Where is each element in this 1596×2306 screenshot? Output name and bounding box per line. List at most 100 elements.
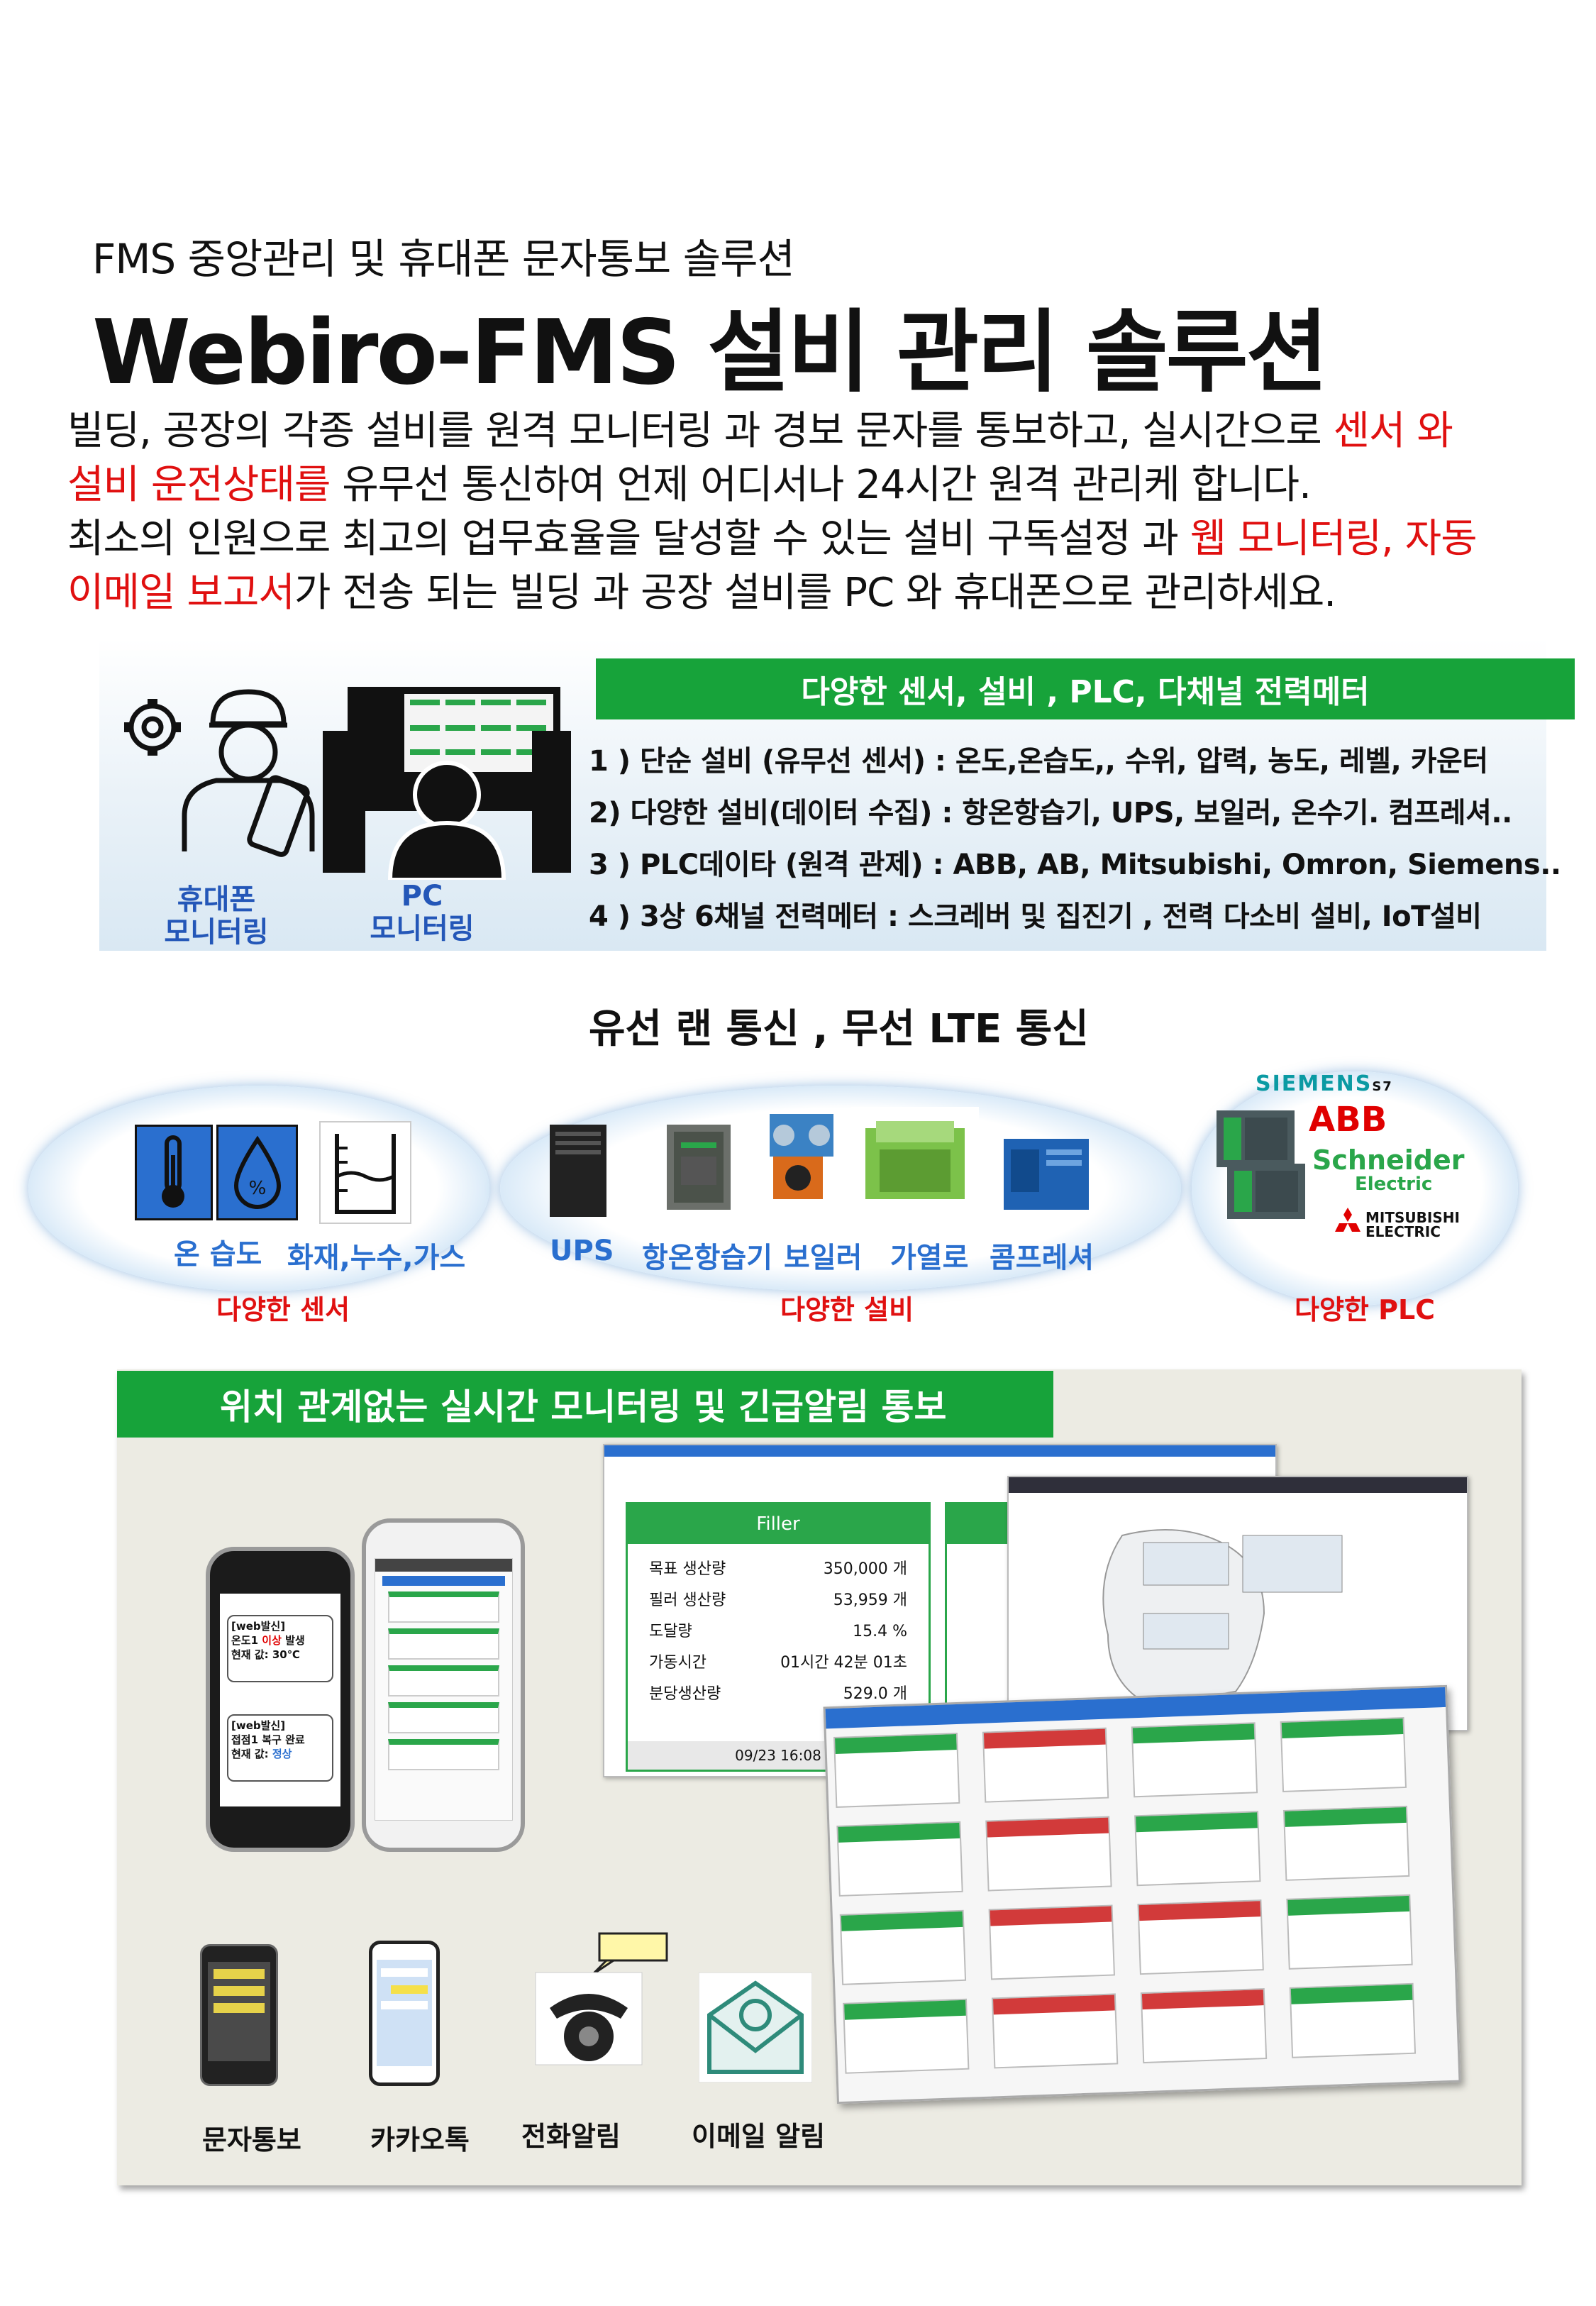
boiler-icon (770, 1114, 833, 1199)
monitor-tile (1286, 1894, 1413, 1970)
mitsubishi-logo: MITSUBISHI ELECTRIC (1365, 1210, 1460, 1239)
spec-item-3: 3 ) PLC데이타 (원격 관제) : ABB, AB, Mitsubishi… (589, 849, 1561, 881)
live-grid-dashboard (823, 1684, 1461, 2104)
intro-line2-highlight: 설비 운전상태를 (67, 462, 331, 508)
sms2-line1: [web발신] (231, 1719, 286, 1732)
humidity-icon: % (216, 1125, 298, 1220)
svg-text:%: % (248, 1178, 266, 1199)
mitsubishi-electric-text: ELECTRIC (1365, 1223, 1441, 1240)
spec-item-1: 1 ) 단순 설비 (유무선 센서) : 온도,온습도,, 수위, 압력, 농도… (589, 745, 1488, 778)
pc-caption-line1: PC (401, 880, 443, 912)
filler-row: 필러 생산량 53,959 개 (649, 1585, 907, 1616)
pc-caption-line2: 모니터링 (370, 912, 475, 945)
alert-label-phone: 전화알림 (521, 2121, 621, 2152)
intro-line2: 유무선 통신하여 언제 어디서나 24시간 원격 관리케 합니다. (330, 462, 1312, 508)
sms-phone: [web발신] 온도1 이상 발생 현재 값: 30℃ [web발신] 접점1 … (206, 1547, 355, 1852)
monitor-tile (836, 1821, 963, 1897)
mitsubishi-text: MITSUBISHI (1365, 1209, 1460, 1226)
monitor-tile (1280, 1716, 1407, 1792)
thermometer-icon (135, 1125, 213, 1220)
spec-item-2: 2) 다양한 설비(데이터 수집) : 항온항습기, UPS, 보일러, 온수기… (589, 797, 1512, 829)
siemens-text: SIEMENS (1256, 1071, 1373, 1096)
compressor-icon (1004, 1139, 1089, 1210)
schneider-text: Schneider (1312, 1144, 1465, 1176)
equip-label-ups: UPS (550, 1235, 614, 1267)
phone-caption-line2: 모니터링 (164, 916, 269, 949)
pc-monitor-icon (323, 687, 571, 880)
filler-row-key: 분당생산량 (649, 1685, 721, 1703)
phone-caption-line1: 휴대폰 (177, 883, 256, 916)
monitor-tile (1134, 1811, 1261, 1887)
phone-monitoring-caption: 휴대폰 모니터링 (138, 883, 294, 949)
siemens-sub-text: S7 (1372, 1079, 1393, 1094)
sms-screen: [web발신] 온도1 이상 발생 현재 값: 30℃ [web발신] 접점1 … (220, 1594, 340, 1806)
intro-line4-highlight: 이메일 보고서 (67, 570, 295, 616)
page-subtitle: FMS 중앙관리 및 휴대폰 문자통보 솔루션 (92, 235, 795, 283)
sms2-line3a: 현재 값: (231, 1748, 272, 1760)
telephone-icon (535, 1932, 668, 2065)
sms1-line3: 현재 값: 30℃ (231, 1648, 300, 1661)
equip-label-hvac: 항온항습기 (642, 1242, 772, 1274)
communication-heading: 유선 랜 통신 , 무선 LTE 통신 (589, 1006, 1089, 1052)
plc-module-icon (1217, 1110, 1305, 1219)
email-icon (699, 1973, 812, 2082)
monitor-tile (839, 1909, 967, 1985)
filler-row-key: 필러 생산량 (649, 1591, 726, 1609)
sms1-line2c: 발생 (281, 1634, 305, 1647)
sms-message-2: [web발신] 접점1 복구 완료 현재 값: 정상 (227, 1714, 333, 1782)
monitor-tile (991, 1993, 1119, 2069)
spec-item-4: 4 ) 3상 6채널 전력메터 : 스크레버 및 집진기 , 전력 다소비 설비… (589, 900, 1482, 933)
korea-map-icon (1102, 1529, 1343, 1707)
mitsubishi-diamond-icon (1335, 1208, 1361, 1232)
monitor-tile (1137, 1899, 1264, 1975)
filler-row-value: 529.0 개 (843, 1685, 907, 1703)
alert-label-kakaotalk: 카카오톡 (370, 2124, 470, 2156)
filler-row: 분당생산량 529.0 개 (649, 1679, 907, 1710)
intro-line4: 가 전송 되는 빌딩 과 공장 설비를 PC 와 휴대폰으로 관리하세요. (294, 570, 1336, 616)
furnace-icon (851, 1107, 979, 1213)
filler-row-value: 53,959 개 (833, 1591, 907, 1609)
monitor-tile (1282, 1805, 1410, 1881)
sms1-line1: [web발신] (231, 1620, 286, 1633)
siemens-logo: SIEMENSS7 (1256, 1071, 1393, 1096)
equip-label-boiler: 보일러 (784, 1242, 863, 1274)
page-title: Webiro-FMS 설비 관리 솔루션 (92, 300, 1329, 404)
app-screen (375, 1558, 513, 1821)
intro-line1: 빌딩, 공장의 각종 설비를 원격 모니터링 과 경보 문자를 통보하고, 실시… (67, 408, 1334, 454)
ups-icon (550, 1125, 606, 1217)
intro-line3-highlight: 웹 모니터링, 자동 (1190, 516, 1478, 562)
monitor-tile (1140, 1988, 1268, 2064)
schneider-sub-text: Electric (1355, 1174, 1433, 1195)
sensor-label-fire-leak-gas: 화재,누수,가스 (287, 1242, 466, 1274)
kakaotalk-icon (369, 1941, 440, 2086)
equip-label-furnace: 가열로 (890, 1242, 969, 1274)
filler-row-key: 도달량 (649, 1623, 692, 1640)
monitor-tile (1131, 1722, 1258, 1798)
hvac-unit-icon (667, 1125, 731, 1210)
monitor-tile (843, 1998, 970, 2074)
monitoring-bar: 위치 관계없는 실시간 모니터링 및 긴급알림 통보 (117, 1371, 1053, 1438)
schneider-logo: Schneider Electric (1312, 1144, 1465, 1196)
worker-phone-icon (124, 689, 315, 857)
alert-label-email: 이메일 알림 (692, 2121, 826, 2152)
monitor-tile (1289, 1982, 1417, 2058)
intro-line3: 최소의 인원으로 최고의 업무효율을 달성할 수 있는 설비 구독설정 과 (67, 516, 1190, 562)
filler-row: 목표 생산량 350,000 개 (649, 1554, 907, 1585)
sms-message-1: [web발신] 온도1 이상 발생 현재 값: 30℃ (227, 1615, 333, 1682)
filler-card-title: Filler (628, 1504, 929, 1544)
sensor-label-temp-humidity: 온 습도 (174, 1238, 262, 1271)
sms1-line2b: 이상 (262, 1634, 282, 1647)
pc-monitoring-caption: PC 모니터링 (344, 880, 500, 945)
plc-group-title: 다양한 PLC (1295, 1294, 1436, 1325)
monitor-tile (988, 1904, 1115, 1980)
intro-line1-highlight: 센서 와 (1333, 408, 1453, 454)
sms1-line2a: 온도1 (231, 1634, 262, 1647)
filler-row-value: 350,000 개 (823, 1560, 907, 1578)
filler-row-key: 목표 생산량 (649, 1560, 726, 1578)
alert-label-sms: 문자통보 (202, 2124, 301, 2156)
sms-alert-icon (200, 1944, 278, 2086)
